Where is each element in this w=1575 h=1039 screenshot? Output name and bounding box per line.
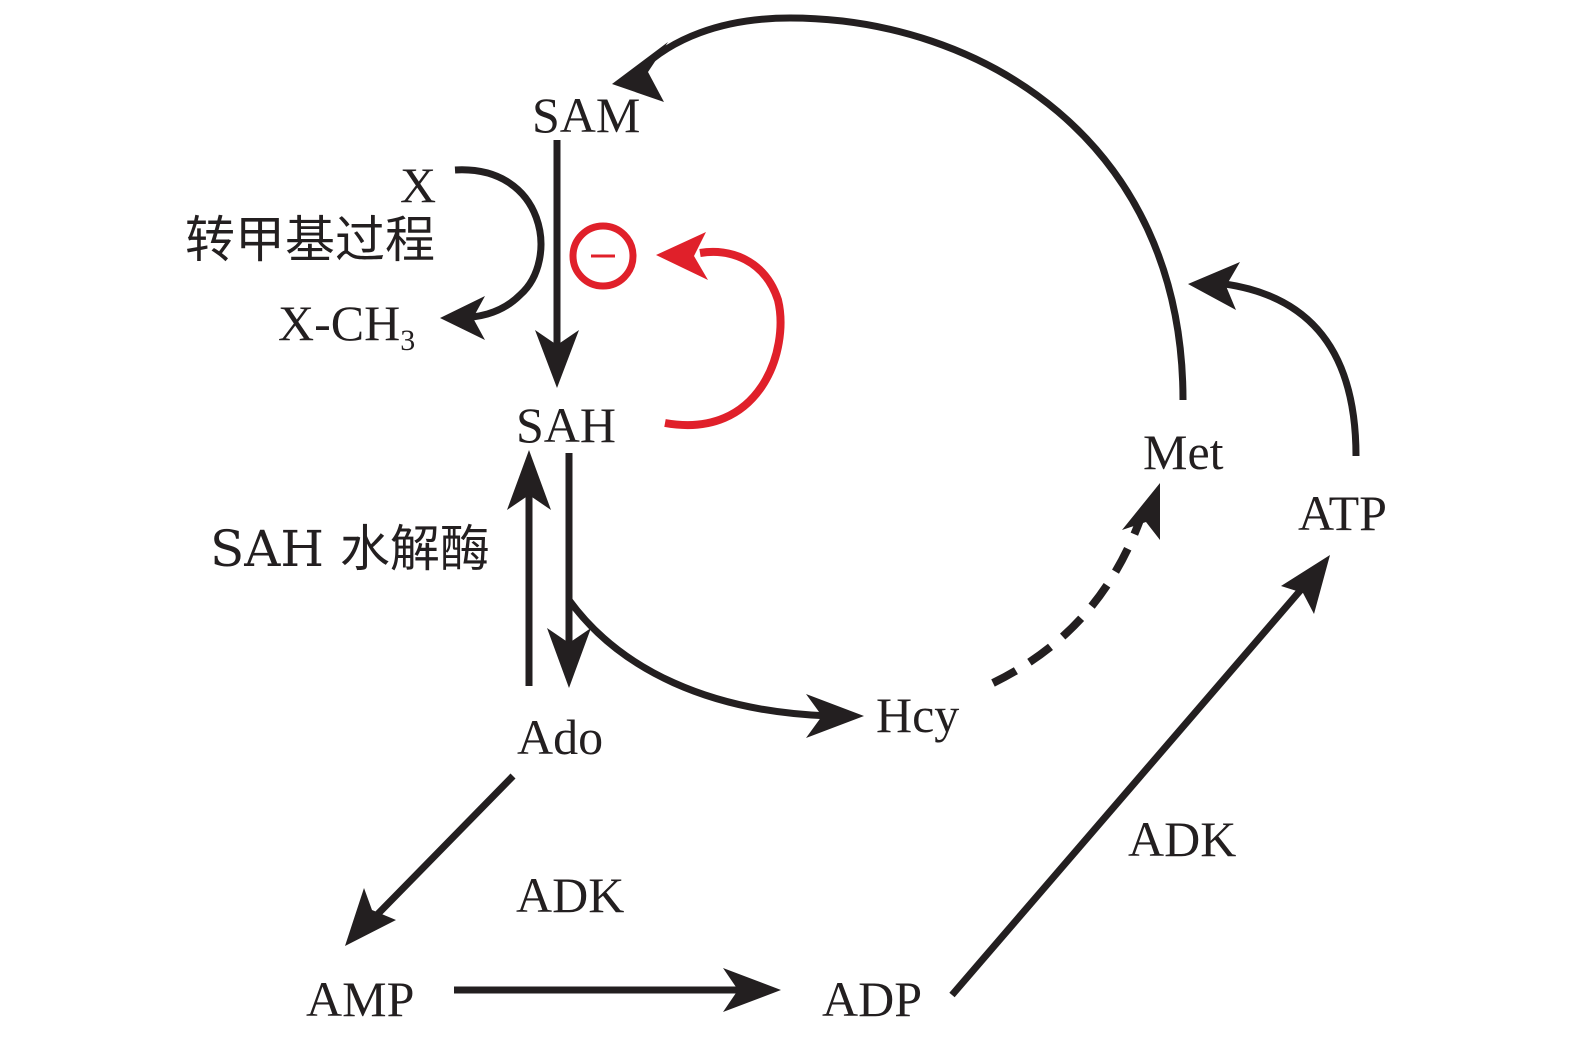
arrowhead-xch3 [440,296,485,340]
inhibition-arrow [664,248,785,429]
arrow-atp-to-met [1224,280,1360,457]
label-transmethylation: 转甲基过程 [185,211,435,269]
arrowhead-met-dashed [1122,483,1160,540]
arrowhead-adp [723,968,781,1012]
node-x: X [400,157,437,213]
arrow-x-to-xch3 [454,166,545,322]
arrowhead-sah [535,330,579,388]
arrowhead-met [1188,262,1240,310]
inhibition-arrowhead [656,232,708,280]
arrowhead-hcy [806,694,864,738]
arrow-ado-to-amp [369,773,516,923]
inhibition-minus-icon [569,222,637,290]
arrowhead-up-sah [507,450,551,510]
arrowhead-down-ado [547,628,591,688]
arrowhead-amp [345,888,396,946]
node-xch3-main: X-CH [278,295,401,351]
label-adk-right: ADK [1128,811,1237,867]
node-amp: AMP [306,971,415,1027]
arrow-sah-to-hcy [566,597,831,720]
arrowhead-atp [1281,555,1330,614]
arrow-adp-to-atp [949,582,1308,998]
node-adp: ADP [822,971,923,1027]
node-sam: SAM [532,87,641,143]
node-xch3-sub: 3 [400,324,416,357]
arrow-met-to-sam [637,14,1187,401]
label-sah-hydrolase: SAH 水解酶 [210,520,490,578]
node-met: Met [1143,424,1224,480]
arrow-hcy-to-met-dashed [991,518,1144,687]
label-adk-left: ADK [516,867,625,923]
node-xch3: X-CH3 [278,298,415,356]
arrowhead-sam [612,42,668,102]
node-atp: ATP [1298,485,1387,541]
node-hcy: Hcy [876,687,960,743]
node-sah: SAH [516,397,617,453]
node-ado: Ado [517,709,604,765]
